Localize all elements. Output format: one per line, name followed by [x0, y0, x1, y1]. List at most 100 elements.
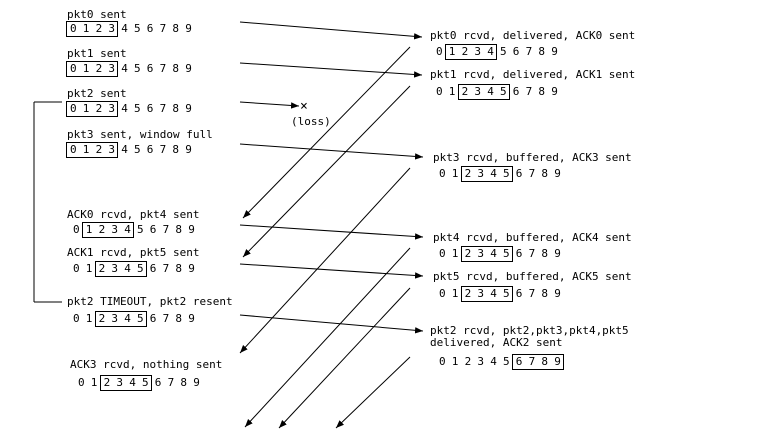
window-box — [94, 311, 147, 327]
sequence-number: 0 — [436, 85, 443, 98]
sequence-number: 6 — [149, 223, 157, 236]
sequence-number: 0 — [73, 312, 80, 325]
sequence-number: 5 — [503, 247, 510, 260]
sequence-number: 3 — [477, 287, 485, 300]
ack-arrow — [335, 356, 411, 429]
sequence-number: 6 — [512, 85, 520, 98]
receiver-event-label: pkt5 rcvd, buffered, ACK5 sent — [433, 270, 632, 283]
sequence-number: 9 — [193, 376, 200, 389]
sequence-number: 1 — [82, 143, 90, 156]
sequence-number: 4 — [490, 167, 497, 180]
sequence-number: 1 — [90, 376, 98, 389]
sequence-number: 4 — [124, 312, 131, 325]
window-box — [99, 375, 152, 391]
sequence-number: 8 — [172, 102, 180, 115]
receiver-event-label: pkt0 rcvd, delivered, ACK0 sent — [430, 29, 636, 42]
loss-label: (loss) — [291, 115, 331, 128]
sequence-number: 0 — [439, 167, 446, 180]
sequence-number: 7 — [528, 167, 536, 180]
sequence-number: 8 — [175, 312, 183, 325]
sequence-number: 5 — [500, 85, 507, 98]
sequence-number: 1 — [451, 287, 459, 300]
sequence-number: 3 — [108, 143, 116, 156]
sequence-number: 5 — [503, 355, 510, 368]
sequence-number: 9 — [554, 287, 561, 300]
sequence-number: 9 — [185, 22, 192, 35]
sequence-number: 3 — [477, 247, 485, 260]
sequence-number: 9 — [551, 85, 558, 98]
sequence-number: 8 — [172, 62, 180, 75]
sequence-number: 9 — [188, 223, 195, 236]
sequence-number: 2 — [461, 85, 469, 98]
sequence-number: 7 — [159, 62, 167, 75]
sequence-number: 2 — [98, 223, 106, 236]
sequence-number: 9 — [185, 62, 192, 75]
sequence-number: 7 — [528, 247, 536, 260]
sequence-number: 7 — [162, 223, 170, 236]
sender-event-label: ACK0 rcvd, pkt4 sent — [67, 208, 200, 221]
sender-event-label: pkt3 sent, window full — [67, 128, 213, 141]
sequence-number: 2 — [464, 287, 472, 300]
loss-mark: × — [300, 99, 308, 114]
window-box — [66, 101, 119, 117]
sequence-number: 1 — [451, 247, 459, 260]
sequence-number: 4 — [121, 22, 128, 35]
sequence-number: 5 — [134, 143, 141, 156]
window-box — [457, 84, 510, 100]
sequence-number: 6 — [515, 167, 523, 180]
sequence-number: 8 — [538, 45, 546, 58]
sequence-number: 3 — [477, 167, 485, 180]
sequence-number: 7 — [159, 102, 167, 115]
sequence-number: 2 — [103, 376, 111, 389]
sequence-number: 4 — [121, 102, 128, 115]
sequence-number: 7 — [528, 287, 536, 300]
sequence-number: 7 — [159, 22, 167, 35]
sequence-number: 0 — [78, 376, 85, 389]
window-box — [66, 21, 119, 37]
sequence-number: 3 — [477, 355, 485, 368]
sequence-number: 2 — [95, 143, 103, 156]
sequence-number: 0 — [70, 102, 77, 115]
ack-arrow — [239, 167, 411, 354]
sequence-number: 2 — [95, 62, 103, 75]
sequence-number: 3 — [474, 85, 482, 98]
window-box — [94, 261, 147, 277]
sequence-number: 1 — [85, 312, 93, 325]
window-box — [66, 61, 119, 77]
packet-arrow — [239, 101, 300, 109]
packet-arrow — [239, 224, 424, 240]
sequence-number: 8 — [541, 247, 549, 260]
sender-event-label: ACK3 rcvd, nothing sent — [70, 358, 223, 371]
sequence-number: 9 — [188, 312, 195, 325]
receiver-event-label: pkt4 rcvd, buffered, ACK4 sent — [433, 231, 632, 244]
sequence-number: 0 — [70, 143, 77, 156]
sequence-number: 9 — [188, 262, 195, 275]
sender-event-label: pkt0 sent — [67, 8, 127, 21]
sequence-number: 3 — [108, 62, 116, 75]
sequence-number: 4 — [124, 262, 131, 275]
sequence-number: 7 — [159, 143, 167, 156]
packet-arrow — [239, 62, 423, 78]
sequence-number: 8 — [541, 167, 549, 180]
sender-event-label: ACK1 rcvd, pkt5 sent — [67, 246, 200, 259]
sequence-number: 3 — [108, 22, 116, 35]
ack-arrow — [242, 85, 411, 258]
sequence-number: 9 — [554, 355, 561, 368]
sequence-number: 7 — [167, 376, 175, 389]
sequence-number: 2 — [98, 262, 106, 275]
sequence-number: 8 — [175, 262, 183, 275]
sequence-number: 1 — [82, 22, 90, 35]
sequence-number: 5 — [137, 262, 144, 275]
sequence-number: 5 — [134, 22, 141, 35]
sender-event-label: pkt2 TIMEOUT, pkt2 resent — [67, 295, 233, 308]
sequence-number: 6 — [149, 262, 157, 275]
